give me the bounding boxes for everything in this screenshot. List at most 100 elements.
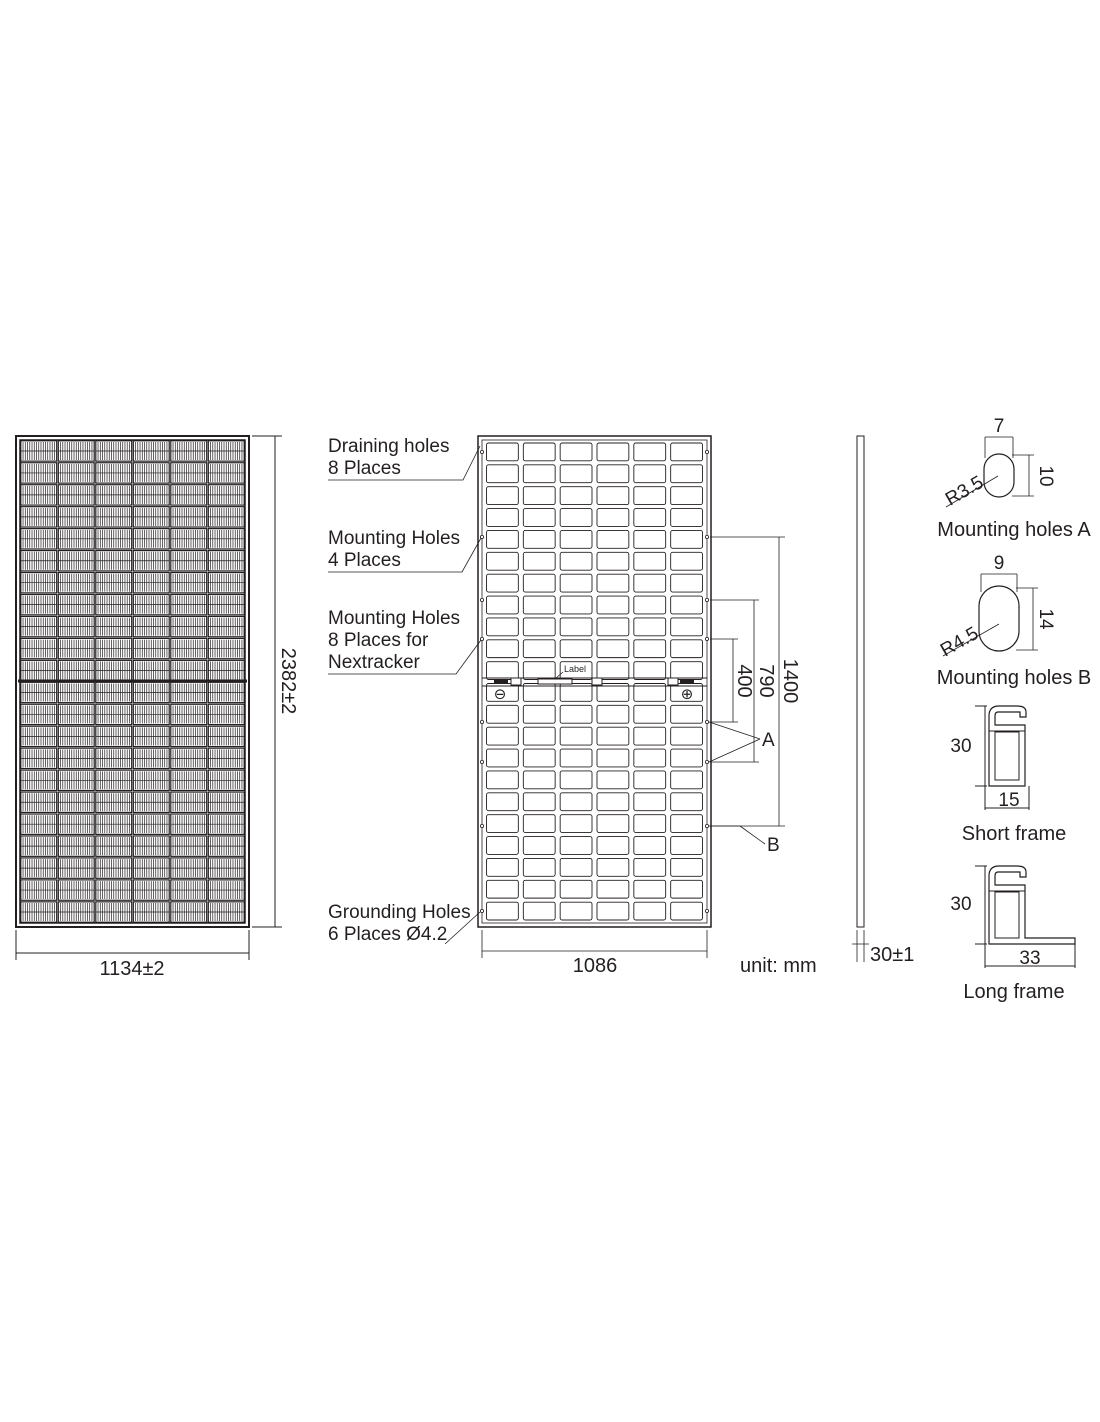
leader-grounding-holes [444,911,481,945]
front-cell [95,681,133,704]
back-cell [559,683,593,702]
front-cell [57,549,95,572]
back-cell [522,836,556,855]
dimension-1400-label: 1400 [779,659,801,704]
front-cell [20,747,58,770]
front-cell [170,901,208,923]
front-cell [207,769,245,792]
front-cell [207,857,245,879]
front-width-dimension [15,930,250,960]
back-cell [596,726,630,746]
front-cell [57,593,95,616]
front-cell [207,681,245,704]
back-cell [670,551,703,571]
back-cell [633,857,667,877]
side-profile [856,435,865,928]
edge-holes [479,449,710,914]
dimension-790-label: 790 [755,664,777,697]
front-cell [95,440,133,462]
back-cell [633,879,667,899]
junction-box-left [494,677,522,686]
short-frame-title: Short frame [962,823,1066,845]
back-cell [633,814,667,833]
back-cell [486,551,519,571]
back-cell [486,508,519,527]
back-view: Label ⊖ ⊕ Draining holes 8 Places [328,435,817,977]
back-cell [522,617,556,637]
back-cell [596,508,630,527]
back-cell [522,551,556,571]
back-cell [596,595,630,615]
plus-terminal-icon: ⊕ [681,686,694,703]
back-cell [670,748,703,768]
back-cell [522,639,556,659]
back-cell [670,617,703,637]
back-cell [486,879,519,899]
front-cell [170,703,208,726]
back-cell [670,879,703,899]
back-cell [522,595,556,615]
front-cell [132,835,170,857]
back-cell [522,661,556,680]
back-cell [596,857,630,877]
back-cell [486,530,519,549]
back-cell [633,704,667,724]
front-cell [20,681,58,704]
front-cell [170,747,208,770]
back-cell [633,726,667,746]
back-cell [596,792,630,812]
back-cell [670,661,703,680]
front-cell [20,703,58,726]
front-cell [132,615,170,638]
front-cell [170,725,208,748]
front-cell [57,769,95,792]
back-cell [522,704,556,724]
front-cell [132,571,170,594]
front-cell [57,440,95,462]
front-cell [95,813,133,835]
back-cell [596,770,630,790]
leader-draining-holes [328,445,481,481]
front-cell [207,528,245,550]
mounting-b-slot [978,585,1020,652]
dimension-400 [710,638,738,723]
back-cell [486,595,519,615]
front-cell [170,637,208,660]
back-cell [559,857,593,877]
detail-short-frame: 30 15 Short frame [950,705,1066,845]
front-cell [20,791,58,814]
back-cell [670,508,703,527]
back-cell [486,639,519,659]
back-cell [633,486,667,506]
front-cell [57,703,95,726]
front-cell [20,549,58,572]
front-cell [170,681,208,704]
front-cell [207,506,245,528]
front-cell [20,484,58,506]
mounting-a-radius: R3.5 [942,472,987,510]
back-cell [670,857,703,877]
back-width-label: 1086 [573,955,618,977]
front-cell [170,528,208,550]
front-cell [95,593,133,616]
back-cell [486,836,519,855]
front-cell [57,681,95,704]
front-cell [170,813,208,835]
back-cell [486,486,519,506]
back-cell [596,486,630,506]
long-frame-title: Long frame [963,981,1064,1003]
front-cell [57,484,95,506]
front-view: 1134±2 2382±2 [15,435,299,980]
front-cell [207,747,245,770]
front-cell [207,813,245,835]
callout-mounting-holes-4: Mounting Holes 4 Places [328,528,465,571]
front-cell [132,484,170,506]
back-cell [559,508,593,527]
mounting-b-width: 9 [994,553,1005,574]
short-frame-height: 30 [950,736,971,757]
back-width-dimension [481,930,708,958]
back-cell [670,836,703,855]
front-cell [20,725,58,748]
front-cell [57,879,95,901]
